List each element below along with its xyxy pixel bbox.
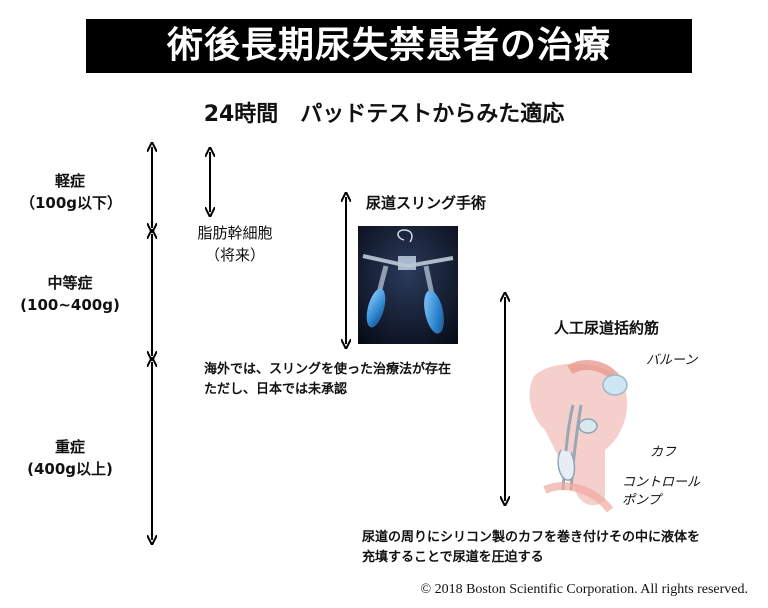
- pump-label: コントロール ポンプ: [622, 474, 700, 510]
- copyright-notice: © 2018 Boston Scientific Corporation. Al…: [420, 582, 748, 597]
- sling-label: 尿道スリング手術: [366, 194, 487, 212]
- sphincter-note-line1: 尿道の周りにシリコン製のカフを巻き付けその中に液体を: [362, 530, 701, 545]
- sphincter-note: 尿道の周りにシリコン製のカフを巻き付けその中に液体を 充填することで尿道を圧迫す…: [362, 528, 700, 568]
- severity-severe: 重症 (400g以上): [20, 436, 120, 480]
- severity-mild: 軽症 （100g以下）: [20, 170, 123, 214]
- severity-severe-label: 重症: [54, 438, 85, 456]
- sling-device-image: [358, 226, 458, 344]
- severity-severe-range: (400g以上): [27, 460, 113, 478]
- balloon-label: バルーン: [646, 353, 698, 368]
- stem-cell-label: 脂肪幹細胞: [197, 224, 273, 242]
- sphincter-note-line2: 充填することで尿道を圧迫する: [362, 550, 544, 565]
- pump-label-line2: ポンプ: [622, 493, 661, 508]
- page-subtitle: 24時間 パッドテストからみた適応: [203, 102, 565, 127]
- severity-moderate: 中等症 (100~400g): [20, 272, 120, 316]
- sphincter-label: 人工尿道括約筋: [554, 319, 660, 337]
- severity-mild-range: （100g以下）: [20, 194, 123, 212]
- page-title: 術後長期尿失禁患者の治療: [86, 19, 692, 73]
- sling-note: 海外では、スリングを使った治療法が存在 ただし、日本では未承認: [204, 360, 451, 400]
- severity-moderate-label: 中等症: [47, 274, 93, 292]
- sphincter-device-illustration: [515, 340, 645, 520]
- stem-cell-treatment: 脂肪幹細胞 （将来）: [180, 222, 290, 266]
- severity-moderate-range: (100~400g): [20, 296, 120, 314]
- sling-note-line1: 海外では、スリングを使った治療法が存在: [204, 362, 452, 377]
- cuff-label: カフ: [650, 445, 677, 460]
- severity-mild-label: 軽症: [54, 172, 85, 190]
- pump-label-line1: コントロール: [622, 475, 701, 490]
- stem-cell-note: （将来）: [204, 246, 265, 264]
- sling-note-line2: ただし、日本では未承認: [204, 382, 348, 397]
